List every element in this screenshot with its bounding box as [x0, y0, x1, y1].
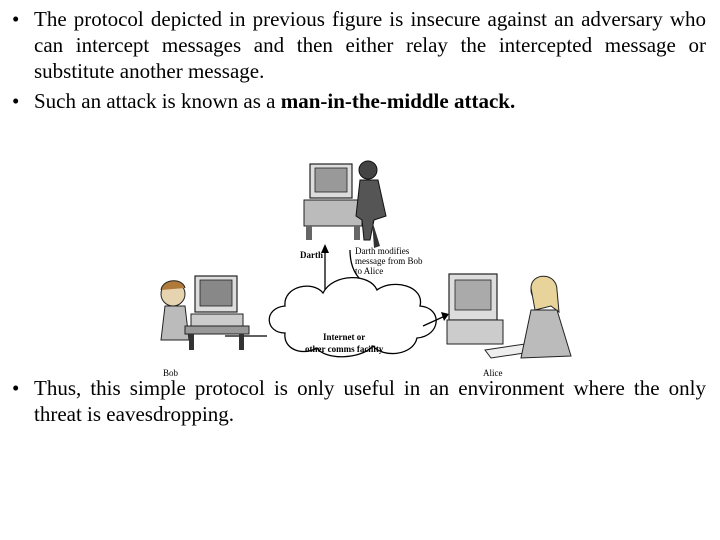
- bullet-text: Such an attack is known as a: [34, 89, 281, 113]
- bullet-text: Thus, this simple protocol is only usefu…: [34, 376, 706, 426]
- bob-label: Bob: [163, 368, 179, 378]
- top-bullet-list: The protocol depicted in previous figure…: [0, 6, 720, 114]
- bullet-bold-term: man-in-the-middle attack.: [280, 89, 516, 113]
- bullet-text: The protocol depicted in previous figure…: [34, 7, 706, 83]
- darth-note-line1: Darth modifies: [355, 246, 410, 256]
- darth-note-line3: to Alice: [355, 266, 383, 276]
- alice-computer-icon: [446, 273, 572, 359]
- arrow-to-alice: [422, 315, 446, 327]
- darth-label: Darth: [300, 250, 323, 260]
- bob-computer-icon: [160, 275, 250, 350]
- mitm-figure: Darth Darth modifies message from Bob to…: [160, 160, 572, 378]
- internet-cloud: [268, 277, 437, 358]
- bottom-bullet-list: Thus, this simple protocol is only usefu…: [0, 375, 720, 427]
- alice-label: Alice: [483, 368, 503, 378]
- cloud-line1: Internet or: [323, 332, 365, 342]
- darth-note-line2: message from Bob: [355, 256, 423, 266]
- cloud-line2: other comms facility: [305, 344, 384, 354]
- darth-computer-icon: [303, 160, 387, 248]
- bullet-insecure-protocol: The protocol depicted in previous figure…: [0, 6, 720, 84]
- bullet-eavesdropping: Thus, this simple protocol is only usefu…: [0, 375, 720, 427]
- bullet-mitm-attack: Such an attack is known as a man-in-the-…: [0, 88, 720, 114]
